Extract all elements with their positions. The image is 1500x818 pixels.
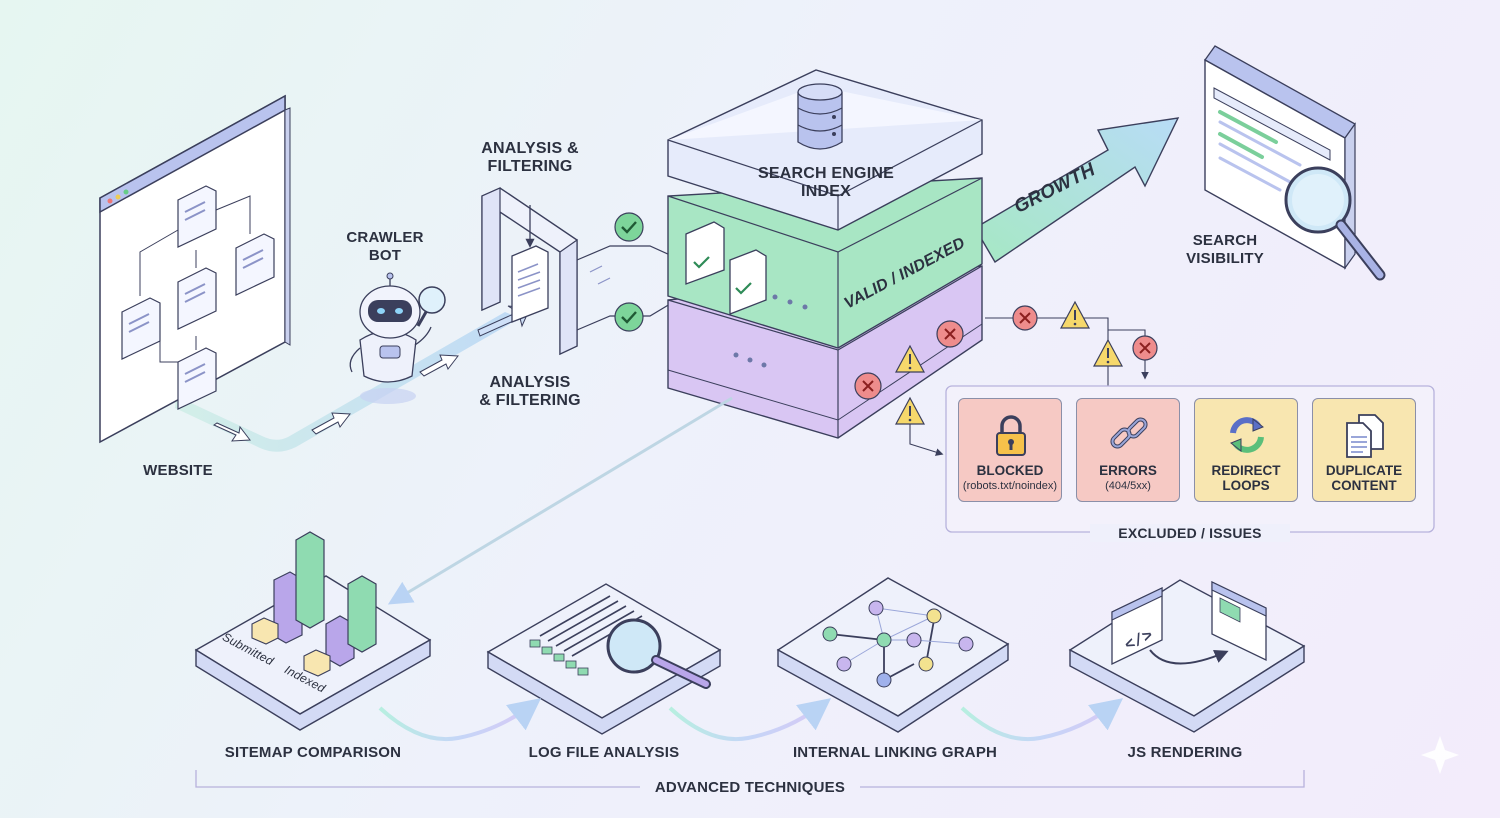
issue-title: REDIRECT LOOPS — [1211, 463, 1281, 493]
check-badge-icon — [614, 212, 644, 242]
refresh-loop-icon — [1230, 417, 1264, 453]
issue-card-redirect-loops: REDIRECT LOOPS — [1194, 398, 1298, 502]
analysis-filtering-bottom-label: ANALYSIS & FILTERING — [479, 374, 581, 409]
technique-label-linking-graph: INTERNAL LINKING GRAPH — [792, 744, 998, 761]
advanced-techniques-label: ADVANCED TECHNIQUES — [654, 779, 846, 796]
issue-title: BLOCKED — [976, 463, 1044, 478]
technique-label-log-file: LOG FILE ANALYSIS — [528, 744, 680, 761]
error-badge-icon — [1012, 305, 1038, 331]
index-title: SEARCH ENGINE INDEX — [758, 165, 894, 200]
check-badge-icon — [614, 302, 644, 332]
sparkle-icon — [1421, 736, 1459, 774]
website-label: WEBSITE — [143, 462, 213, 479]
sitemap-comparison-platform — [194, 531, 432, 731]
growth-arrow — [974, 117, 1180, 263]
broken-link-icon — [1110, 417, 1148, 449]
js-rendering-platform: </> — [1068, 579, 1306, 733]
database-icon — [797, 83, 843, 150]
issue-subtitle: (404/5xx) — [1105, 480, 1151, 492]
issue-card-duplicate-content: DUPLICATE CONTENT — [1312, 398, 1416, 502]
techniques-bracket — [195, 770, 1305, 788]
website-browser-illustration — [99, 94, 291, 444]
search-visibility-label: SEARCH VISIBILITY — [1186, 232, 1264, 267]
magnifier-icon — [1284, 166, 1386, 281]
techniques-flow — [378, 698, 1124, 742]
crawler-bot-robot — [349, 272, 446, 404]
warning-badge-icon — [894, 344, 926, 373]
internal-linking-graph-platform — [776, 577, 1010, 733]
issue-card-errors: ERRORS (404/5xx) — [1076, 398, 1180, 502]
warning-badge-icon — [894, 396, 926, 425]
crawler-bot-label: CRAWLER BOT — [346, 229, 424, 264]
padlock-icon — [996, 415, 1026, 456]
analysis-filter-gate — [481, 187, 578, 356]
error-badge-icon — [854, 372, 882, 400]
issue-title: DUPLICATE CONTENT — [1325, 463, 1403, 493]
issue-subtitle: (robots.txt/noindex) — [962, 480, 1058, 492]
issue-title: ERRORS — [1099, 463, 1157, 478]
analysis-filtering-top-label: ANALYSIS & FILTERING — [481, 140, 579, 175]
issue-card-blocked: BLOCKED (robots.txt/noindex) — [958, 398, 1062, 502]
warning-badge-icon — [1059, 300, 1091, 329]
log-file-analysis-platform — [486, 583, 722, 735]
duplicate-docs-icon — [1346, 414, 1384, 458]
error-badge-icon — [1132, 335, 1158, 361]
technique-label-sitemap: SITEMAP COMPARISON — [224, 744, 402, 761]
error-badge-icon — [936, 320, 964, 348]
technique-label-js-rendering: JS RENDERING — [1127, 744, 1243, 761]
index-to-techniques-connector — [387, 396, 733, 605]
warning-badge-icon — [1092, 338, 1124, 367]
search-engine-index-stack — [667, 69, 983, 439]
excluded-issues-label: EXCLUDED / ISSUES — [1090, 524, 1290, 542]
